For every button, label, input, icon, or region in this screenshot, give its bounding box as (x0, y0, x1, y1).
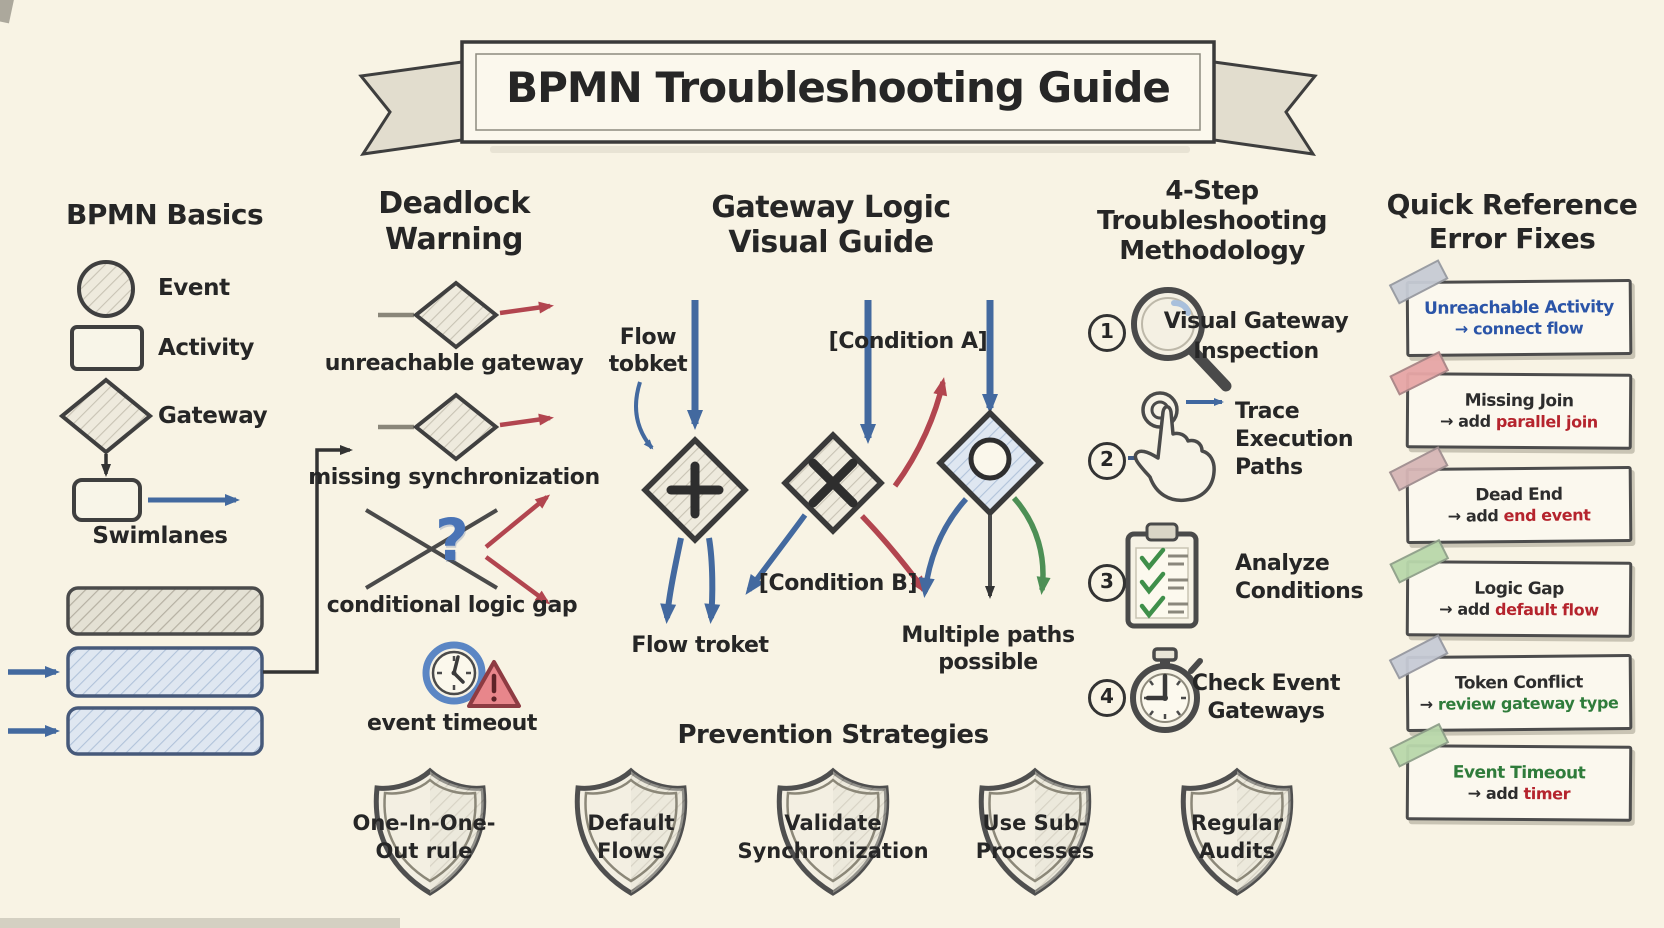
step-number-1: 1 (1088, 314, 1126, 352)
deadlock-heading-line1: Deadlock (378, 186, 530, 221)
legend-label-activity: Activity (158, 335, 254, 361)
step2-label-line1: Trace (1235, 399, 1300, 424)
shield-label-sub-processes-line1: Use Sub- (982, 811, 1088, 835)
pointing-hand-icon (1128, 391, 1224, 503)
fix-card-remedy: → add timer (1467, 783, 1571, 804)
legend-label-event: Event (158, 275, 230, 301)
shield-label-default-flows-line1: Default (587, 811, 675, 835)
quickref-heading-line1: Quick Reference (1386, 188, 1638, 221)
step-number-3: 3 (1088, 564, 1126, 602)
fix-card-remedy: → add default flow (1439, 599, 1599, 620)
fix-card-title: Event Timeout (1452, 762, 1586, 784)
checklist-clipboard-icon (1125, 522, 1199, 629)
warning-triangle-icon (467, 660, 521, 708)
step2-label-line2: Execution (1235, 427, 1354, 452)
step-number-4: 4 (1088, 679, 1126, 717)
deadlock-heading-line2: Warning (384, 222, 524, 257)
fix-card-title: Missing Join (1464, 390, 1574, 412)
step2-label-line3: Paths (1235, 455, 1303, 480)
ribbon-banner (358, 40, 1318, 156)
magnifier-icon (1131, 287, 1232, 392)
gateway-heading-line1: Gateway Logic (711, 190, 951, 225)
fix-card-title: Logic Gap (1474, 578, 1564, 600)
warning-unreachable-gateway: unreachable gateway (324, 351, 584, 376)
shield-label-validate-sync-line1: Validate (784, 811, 882, 835)
shield-label-sub-processes-line2: Processes (975, 839, 1095, 863)
condition-a-label: [Condition A] (828, 329, 988, 354)
fix-card-logic-gap: Logic Gap → add default flow (1389, 538, 1633, 638)
shield-label-one-in-one-out-line1: One-In-One- (352, 811, 496, 835)
exclusive-gateway-group (745, 300, 948, 595)
methodology-heading-line2: Troubleshooting (1097, 206, 1327, 236)
bottom-edge-shading (0, 918, 400, 928)
fix-card-unreachable-activity: Unreachable Activity → connect flow (1388, 259, 1633, 357)
fix-card-missing-join: Missing Join → add parallel join (1389, 350, 1633, 450)
swimlane-to-deadlock-connector (263, 445, 353, 674)
stopwatch-icon (1130, 647, 1203, 733)
page-title: BPMN Troubleshooting Guide (506, 63, 1171, 112)
fix-card-title: Unreachable Activity (1423, 297, 1614, 319)
missing-sync-gateway-icon (378, 392, 554, 462)
activity-rect-icon (70, 325, 144, 371)
basics-heading: BPMN Basics (66, 198, 264, 231)
step1-label-line1: Visual Gateway (1163, 309, 1349, 334)
shield-icon-validate-sync (776, 767, 890, 896)
warning-missing-sync: missing synchronization (308, 465, 600, 490)
flow-token-bottom-label: Flow troket (631, 633, 769, 658)
fix-card-event-timeout: Event Timeout → add timer (1389, 722, 1633, 822)
methodology-heading-line1: 4-Step (1165, 176, 1259, 206)
fix-card-dead-end: Dead End → add end event (1388, 446, 1633, 544)
flow-token-top-line2: tobket (608, 352, 688, 377)
legend-label-gateway: Gateway (158, 403, 268, 429)
shield-icon-one-in-one-out (373, 767, 487, 896)
shield-icon-default-flows (574, 767, 688, 896)
gateway-heading-line2: Visual Guide (728, 225, 934, 260)
timeout-clock-icon (422, 641, 486, 705)
shield-icon-sub-processes (978, 767, 1092, 896)
fix-card-remedy: → review gateway type (1419, 693, 1619, 714)
warning-conditional-gap: conditional logic gap (326, 593, 578, 618)
swimlane-bars (8, 586, 264, 756)
prevention-heading: Prevention Strategies (677, 720, 989, 750)
fix-card-remedy: → connect flow (1454, 318, 1584, 339)
warning-event-timeout: event timeout (366, 711, 538, 736)
fix-card-remedy: → add parallel join (1439, 411, 1598, 432)
shield-label-regular-audits-line1: Regular (1190, 811, 1284, 835)
fix-card-token-conflict: Token Conflict → review gateway type (1388, 634, 1633, 732)
multiple-paths-line2: possible (938, 650, 1038, 675)
step-number-2: 2 (1088, 442, 1126, 480)
step3-label-line2: Conditions (1235, 579, 1364, 604)
unreachable-gateway-icon (378, 280, 554, 350)
shield-label-validate-sync-line2: Synchronization (737, 839, 929, 863)
gateway-diamond-icon (58, 377, 154, 455)
crossed-flows-icon (364, 494, 551, 605)
shield-label-default-flows-line2: Flows (597, 839, 665, 863)
methodology-heading-line3: Methodology (1119, 236, 1305, 266)
shield-label-regular-audits-line2: Audits (1199, 839, 1275, 863)
question-mark: ? (435, 506, 469, 574)
sequence-activity-icon (72, 478, 240, 522)
step4-label-line1: Check Event (1191, 671, 1341, 696)
shield-icon-regular-audits (1180, 767, 1294, 896)
quickref-heading-line2: Error Fixes (1428, 222, 1596, 255)
flow-token-top-line1: Flow (619, 325, 677, 350)
multiple-paths-line1: Multiple paths (901, 623, 1075, 648)
step4-label-line2: Gateways (1207, 699, 1325, 724)
event-circle-icon (77, 260, 135, 318)
fix-card-remedy: → add end event (1447, 505, 1591, 526)
inclusive-gateway-group (918, 300, 1051, 599)
fix-card-title: Token Conflict (1454, 672, 1583, 694)
swimlanes-label: Swimlanes (92, 523, 228, 549)
step1-label-line2: Inspection (1193, 339, 1319, 364)
step3-label-line1: Analyze (1235, 551, 1330, 576)
fix-card-title: Dead End (1475, 484, 1563, 506)
parallel-gateway-group (634, 300, 749, 624)
shield-label-one-in-one-out-line2: Out rule (375, 839, 473, 863)
condition-b-label: [Condition B] (758, 571, 918, 596)
